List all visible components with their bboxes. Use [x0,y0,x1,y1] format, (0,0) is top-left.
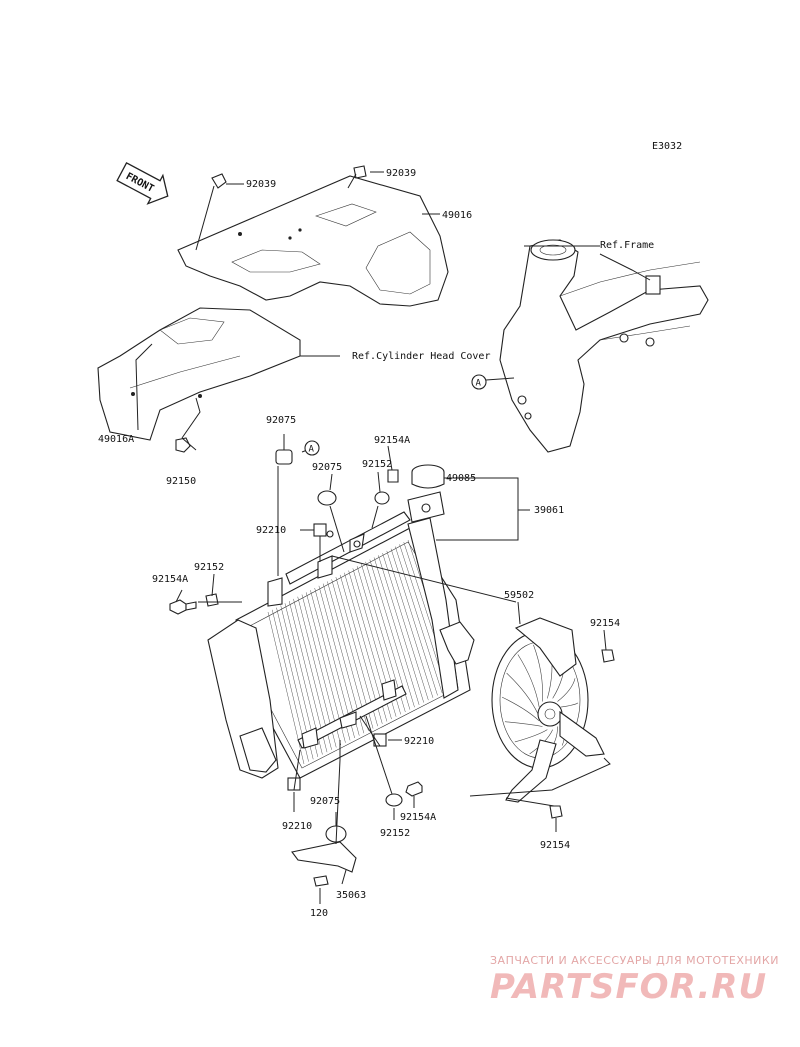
clip-92039-left [211,173,227,189]
radiator-fin [327,581,369,731]
collar-92152-lower [385,793,403,807]
fan-blade [557,678,576,702]
leader-lines [135,171,651,904]
bracket-35063 [291,841,357,873]
part-label: 92150 [166,476,196,487]
fan-blade [514,729,548,743]
part-label: 92075 [312,462,342,473]
radiator-fin [322,583,365,734]
fan-blades [501,644,579,756]
frame-section [499,239,709,453]
part-label: 92154A [400,812,436,823]
collar-92152-left [205,593,219,607]
radiator-fin [318,585,360,736]
part-label: 92154A [152,574,188,585]
radiator-fin [361,563,406,713]
grommet-92075-upper [275,449,293,465]
part-label: 59502 [504,590,534,601]
radiator-fin [344,572,388,722]
part-label: 92154 [590,618,620,629]
part-label: 120 [310,908,328,919]
part-label: 92210 [404,736,434,747]
grommet-92075-mid [317,490,337,506]
radiator-fin [267,611,305,765]
radiator-fin [369,559,415,708]
ref-head-cover-label: Ref.Cylinder Head Cover [352,351,490,362]
radiator-fin [386,550,434,698]
part-label: 92152 [194,562,224,573]
collar-92152-upper [374,491,390,505]
part-label: 39061 [534,505,564,516]
part-label: 92210 [282,821,312,832]
bolt-92154a-left [169,599,197,615]
radiator-fin [339,574,383,724]
part-label: 92154 [540,840,570,851]
radiator-fin [305,592,346,743]
ref-frame-label: Ref.Frame [600,240,654,251]
diagram-code: E3032 [652,141,682,152]
radiator-fin [288,601,328,753]
callout-a-text: A [309,445,315,455]
part-label: 92075 [266,415,296,426]
part-label: 49016 [442,210,472,221]
radiator-fin [335,577,378,727]
part-label: 92152 [380,828,410,839]
fan-blade [506,672,539,715]
clip-92210-upper [313,523,327,537]
part-label: 92152 [362,459,392,470]
radiator-fin [378,555,424,703]
part-label: 92075 [310,796,340,807]
radiator-fin [373,557,420,705]
bolt-120 [313,875,329,887]
radiator-fin [297,596,337,748]
bolt-92154-right-lower [549,805,563,819]
bolt-92154-right-upper [601,649,615,663]
bolt-92154a-lower [405,781,423,797]
part-label: 35063 [336,890,366,901]
front-arrow-icon: FRONT [116,162,169,205]
radiator-fin [310,590,351,741]
radiator-fin [314,587,355,739]
bolt-92154a-upper [387,469,399,483]
radiator-fin [395,546,443,694]
callout-a-radiator: A [304,440,320,456]
fan-blade [533,644,543,702]
part-label: 49085 [446,473,476,484]
fan-59502 [491,617,605,803]
radiator-fin [293,598,332,750]
watermark-subtitle: ЗАПЧАСТИ И АКСЕССУАРЫ ДЛЯ МОТОТЕХНИКИ [490,954,779,967]
part-label: 92210 [256,525,286,536]
part-label: 92039 [246,179,276,190]
fan-blade [501,696,540,722]
heat-shield-49016a [97,307,301,441]
radiator-fin [382,553,429,701]
fan-blade [504,721,543,727]
radiator-fin [331,579,374,729]
nut-92150 [175,437,191,453]
callout-a-frame: A [471,374,487,390]
clip-92039-right [353,165,367,179]
fan-blade [517,654,540,708]
radiator-fin [301,594,342,746]
radiator-core [207,511,475,779]
radiator-cap-49085 [407,464,445,523]
radiator-fin [365,561,411,710]
callout-a-text: A [476,379,482,389]
fan-blade [560,702,579,708]
heat-shield-49016 [177,175,449,307]
radiator-fins [267,539,457,765]
part-label: 92039 [386,168,416,179]
part-label: 49016A [98,434,134,445]
watermark-logo: PARTSFOR.RU [490,967,767,1007]
part-label: 92154A [374,435,410,446]
